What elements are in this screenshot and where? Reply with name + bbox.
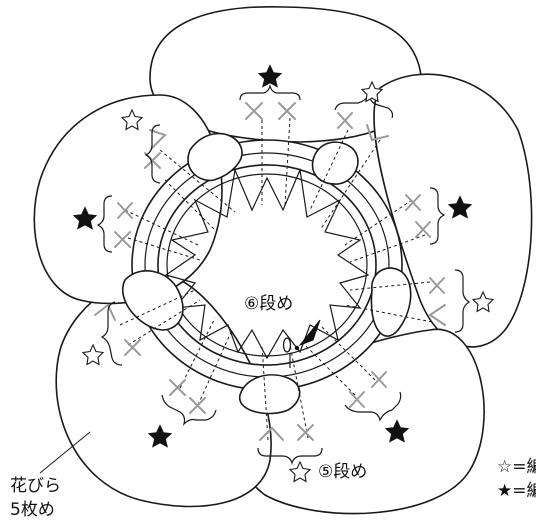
star-outline-icon [360, 80, 384, 103]
stitch-v [149, 129, 167, 149]
stitch-x [114, 231, 131, 248]
petals [33, 5, 533, 515]
petal-right [373, 73, 533, 348]
stitch-x [124, 339, 141, 356]
stitch-symbols [94, 102, 446, 441]
petals-label-line2: 5枚め [10, 500, 55, 520]
brace-bottom-right [344, 391, 402, 422]
stitch-x [117, 202, 133, 219]
ring-inner-line [166, 173, 368, 357]
crescent-tab-right [370, 267, 412, 337]
round6-label: ⑥段め [244, 294, 293, 314]
star-outline-icon [81, 343, 105, 366]
petals-label-line1: 花びら [10, 476, 61, 496]
stitch-x [297, 424, 314, 441]
stitch-v [366, 124, 389, 142]
crescent-tab-left [122, 270, 184, 331]
start-marker [282, 319, 321, 368]
stitch-v [259, 426, 284, 441]
crescent-tab-bottom [239, 374, 301, 415]
brace-top [239, 83, 301, 101]
dashed-guides [119, 117, 433, 441]
star-outline-icon [288, 460, 312, 483]
star-markers [72, 64, 495, 483]
star-outline-icon [471, 290, 495, 313]
stitch-v [428, 304, 446, 326]
star-filled-icon [72, 206, 98, 230]
round5-label: ⑤段め [318, 462, 367, 482]
crescent-tabs [122, 132, 412, 415]
stitch-v [94, 303, 116, 321]
stitch-x [415, 221, 431, 238]
brace-bottom [257, 447, 323, 466]
star-filled-icon [384, 419, 410, 443]
legend: ☆=編 ★=編 [497, 457, 536, 501]
legend-filled-star: ★=編 [497, 481, 536, 501]
stitch-x [349, 391, 365, 408]
star-filled-icon [447, 195, 473, 219]
start-oval [282, 337, 292, 353]
stitch-x [429, 277, 445, 294]
brace-left [96, 195, 113, 253]
start-dot [294, 345, 300, 351]
star-outline-icon [120, 108, 144, 131]
brace-right-upper [429, 187, 446, 245]
brace-bottom-left-petal [100, 301, 123, 366]
stitch-x [169, 379, 186, 396]
legend-empty-star: ☆=編 [497, 457, 536, 477]
star-filled-icon [147, 424, 173, 448]
stitch-x [278, 102, 296, 120]
stitch-x [371, 371, 387, 388]
stitch-x [189, 397, 206, 414]
petals-leader-line [39, 431, 91, 474]
stitch-x [245, 102, 263, 120]
stitch-x [405, 194, 421, 211]
brace-right-lower [454, 269, 471, 333]
brace-bottom-left [161, 394, 217, 426]
triangle-arrow-icon [298, 319, 321, 347]
stitch-x [337, 112, 353, 129]
star-filled-icon [257, 64, 283, 88]
crescent-tab-top-right [311, 141, 359, 185]
brace-top-left [144, 124, 161, 184]
petal-bottom-right [236, 328, 485, 515]
crescent-tab-top-left [187, 132, 243, 182]
zigzag-center [164, 167, 370, 360]
